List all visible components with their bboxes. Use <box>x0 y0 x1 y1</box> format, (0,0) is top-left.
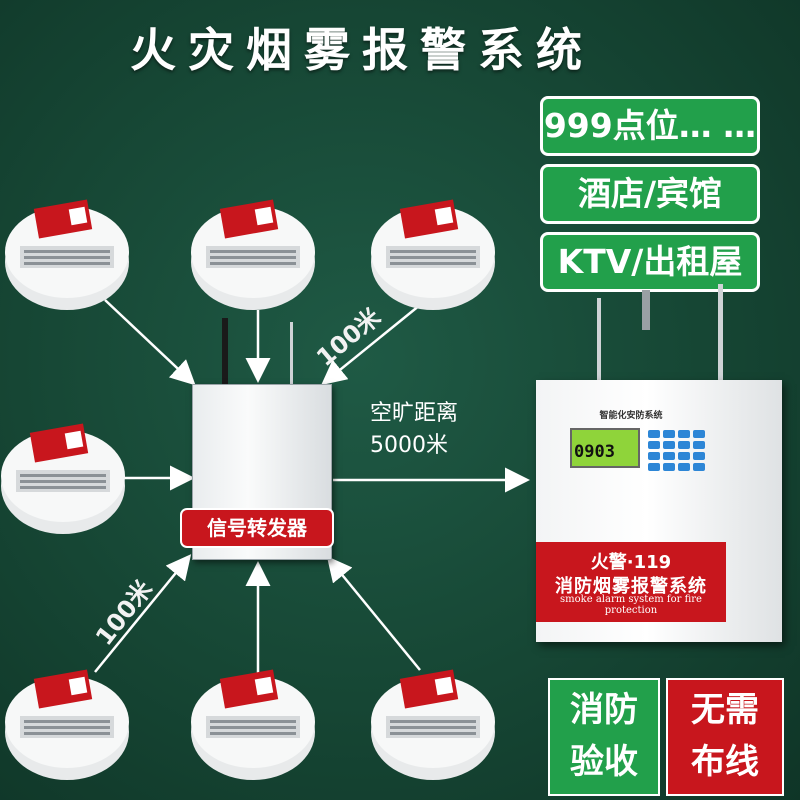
smoke-detector-icon <box>5 669 129 780</box>
badge-green-line1: 消防 <box>570 690 638 730</box>
panel-header: 智能化安防系统 <box>599 411 663 421</box>
alarm-control-panel: 智能化安防系统 0903 火警·119 消防烟雾报警系统 smoke alarm… <box>536 380 782 642</box>
panel-lcd-screen: 0903 <box>570 428 640 468</box>
open-distance-line2: 5000米 <box>370 433 448 458</box>
smoke-detector-icon <box>371 199 495 310</box>
smoke-detector-icon <box>5 199 129 310</box>
badge-no-wiring: 无需 布线 <box>666 678 784 796</box>
arrow-bottom-right <box>326 556 421 671</box>
smoke-detector-icon <box>371 669 495 780</box>
panel-red-band <box>536 542 726 622</box>
badge-red-line2: 布线 <box>691 742 759 782</box>
lcd-value: 0903 <box>574 442 615 462</box>
open-distance-line1: 空旷距离 <box>370 401 459 426</box>
arrow-top-right <box>321 304 421 386</box>
badge-green-line2: 验收 <box>570 742 638 782</box>
panel-keypad <box>648 430 712 471</box>
panel-brand: 火警·119 <box>590 552 672 573</box>
badge-red-line1: 无需 <box>691 690 759 730</box>
smoke-detector-icon <box>1 423 125 534</box>
smoke-detector-icon <box>191 199 315 310</box>
arrow-top-left <box>104 299 196 386</box>
arrow-bottom-left <box>94 554 192 673</box>
badge-fire-acceptance: 消防 验收 <box>548 678 660 796</box>
open-distance-label: 空旷距离 5000米 <box>370 398 458 462</box>
feature-tag-hotel: 酒店/宾馆 <box>540 164 760 224</box>
panel-english-name: smoke alarm system for fire protection <box>560 594 702 616</box>
relay-label: 信号转发器 <box>180 508 334 548</box>
page-title: 火灾烟雾报警系统 <box>130 23 594 77</box>
panel-name: 消防烟雾报警系统 <box>555 576 707 597</box>
smoke-detector-icon <box>191 669 315 780</box>
feature-tag-points: 999点位… … <box>540 96 760 156</box>
